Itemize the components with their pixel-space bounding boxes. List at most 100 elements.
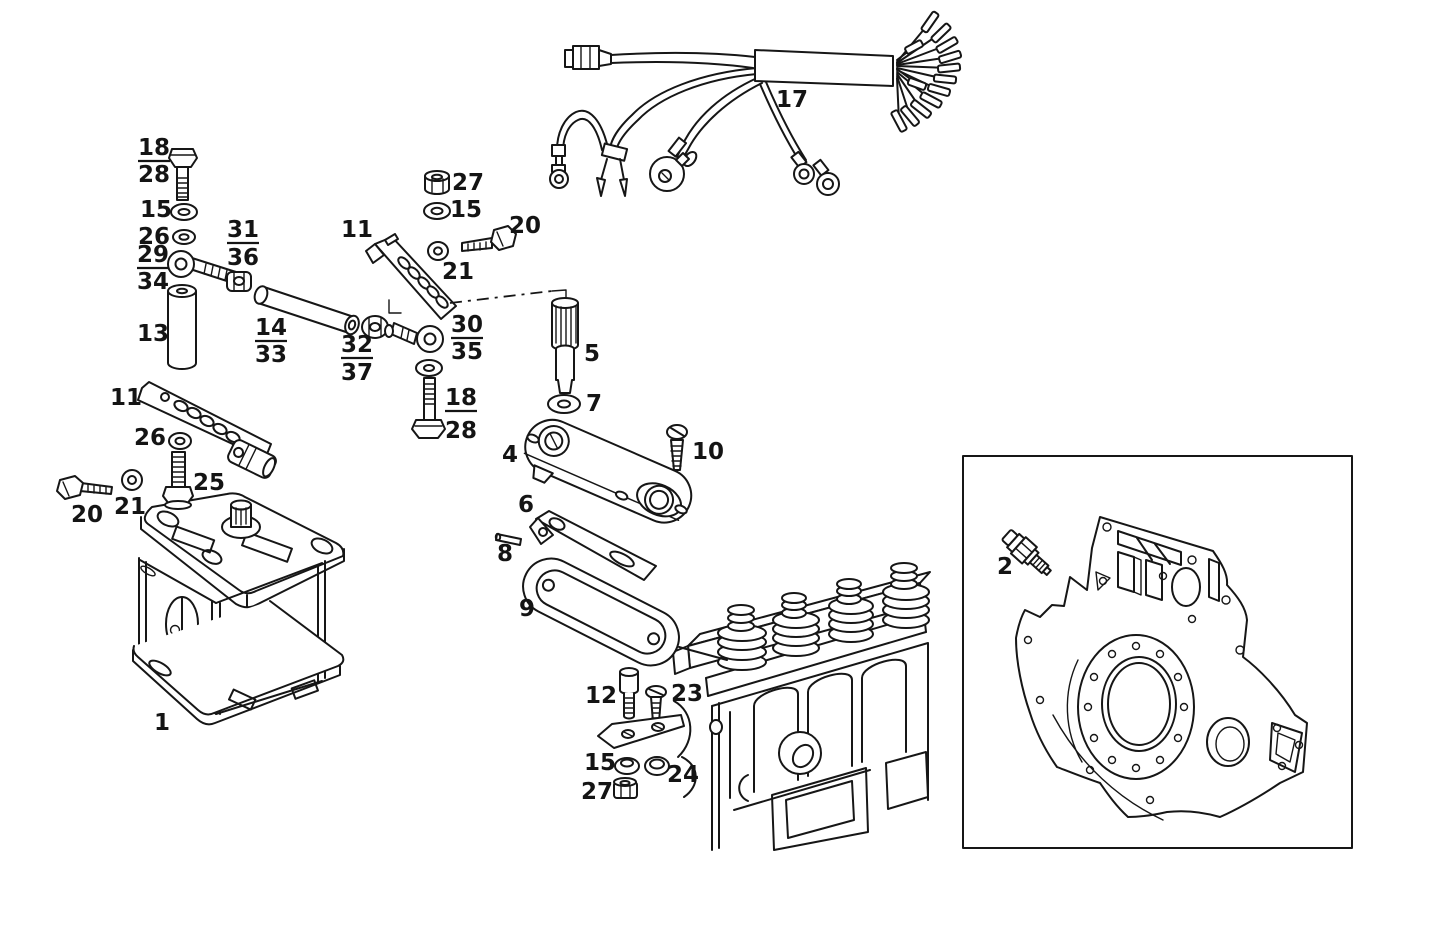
- ring-terminal: [790, 150, 815, 185]
- callout-27-mid: 27: [452, 170, 484, 196]
- stud-12: [619, 667, 639, 720]
- callout-6: 6: [518, 492, 534, 518]
- sensor-2: [1001, 529, 1052, 576]
- callout-23: 23: [671, 681, 703, 707]
- svg-text:31: 31: [227, 217, 259, 243]
- svg-text:37: 37: [341, 360, 373, 386]
- mid-bracket-group: [361, 170, 567, 439]
- callout-30-35: 30 35: [451, 312, 483, 365]
- bolt-18-28: [168, 148, 198, 201]
- spacer-13: [167, 284, 197, 370]
- ring-terminal: [812, 158, 840, 196]
- callout-26-top: 26: [138, 224, 170, 250]
- callout-27-bot: 27: [581, 779, 613, 805]
- ring-terminal: [549, 164, 569, 189]
- screw-10: [666, 424, 688, 471]
- washer-21: [427, 241, 449, 261]
- assembly-arc: [681, 756, 697, 798]
- injection-pump: [672, 562, 931, 851]
- nut-27: [424, 170, 450, 195]
- inset-border: [962, 455, 1353, 849]
- washer-26: [168, 432, 192, 450]
- washer-15: [614, 757, 640, 775]
- rod-end-30-35: [390, 322, 444, 353]
- callout-11-mid: 11: [341, 217, 373, 243]
- top-left-linkage: [167, 148, 360, 370]
- bracket-11: [365, 233, 457, 320]
- adjuster-pin-5: [551, 297, 579, 394]
- svg-text:35: 35: [451, 339, 483, 365]
- callout-2: 2: [997, 554, 1013, 580]
- callout-10: 10: [692, 439, 724, 465]
- callout-11-left: 11: [110, 385, 142, 411]
- callouts: 18 28 15 26 29 34 31 36 13 14 33 11 27 1…: [71, 87, 1013, 805]
- svg-text:29: 29: [137, 242, 169, 268]
- callout-26-left: 26: [134, 425, 166, 451]
- washer-26: [172, 229, 196, 245]
- bolt-20: [461, 225, 517, 252]
- left-mount-group: [56, 381, 277, 510]
- callout-5: 5: [584, 341, 600, 367]
- callout-24: 24: [667, 762, 699, 788]
- delivery-valve: [882, 562, 930, 629]
- callout-18-28-mid: 18 28: [445, 385, 477, 444]
- callout-20-mid: 20: [509, 213, 541, 239]
- control-cover-group: [494, 297, 728, 667]
- callout-31-36: 31 36: [227, 217, 259, 271]
- svg-text:18: 18: [445, 385, 477, 411]
- callout-20-left: 20: [71, 502, 103, 528]
- rod-end-29-34: [167, 250, 237, 284]
- callout-13: 13: [137, 321, 169, 347]
- callout-18-28-top: 18 28: [138, 135, 170, 188]
- bolt-18-28: [411, 377, 446, 439]
- wire-clamp: [600, 142, 629, 162]
- harness-sleeve: [754, 49, 894, 87]
- gasket-9: [522, 557, 680, 667]
- svg-text:32: 32: [341, 332, 373, 358]
- svg-text:18: 18: [138, 135, 170, 161]
- svg-text:28: 28: [138, 162, 170, 188]
- svg-text:14: 14: [255, 315, 287, 341]
- bottom-mount-group: [597, 667, 697, 799]
- pin-terminal: [619, 178, 628, 197]
- inset-panel: [962, 455, 1353, 849]
- terminal-fan: [890, 10, 963, 133]
- washer-21: [121, 469, 143, 491]
- delivery-valve: [828, 578, 874, 643]
- callout-15-bot: 15: [584, 750, 616, 776]
- nut-24: [644, 756, 670, 776]
- callout-15-mid: 15: [450, 197, 482, 223]
- stop-plate: [597, 714, 685, 749]
- callout-1: 1: [154, 710, 170, 736]
- callout-32-37: 32 37: [341, 332, 373, 386]
- link-tube-14-33: [253, 285, 360, 336]
- nut-32-37: [361, 315, 394, 339]
- wiring-harness: [549, 10, 963, 197]
- callout-21-mid: 21: [442, 259, 474, 285]
- callout-9: 9: [519, 596, 535, 622]
- callout-8: 8: [497, 541, 513, 567]
- washer-15: [423, 202, 451, 220]
- flywheel-housing: [1015, 516, 1308, 821]
- link-plate-6: [529, 510, 657, 581]
- governor-shaft: [221, 499, 261, 539]
- washer: [415, 359, 443, 377]
- washer-7: [547, 394, 581, 414]
- callout-21-left: 21: [114, 494, 146, 520]
- callout-7: 7: [586, 391, 602, 417]
- alignment-leader: [449, 290, 553, 304]
- nut-27: [613, 777, 638, 799]
- callout-29-34: 29 34: [137, 242, 169, 295]
- bracket-11: [137, 381, 277, 479]
- assembly-arc: [673, 700, 692, 758]
- svg-text:30: 30: [451, 312, 483, 338]
- wire-ferrule: [667, 136, 688, 158]
- callout-15-top: 15: [140, 197, 172, 223]
- callout-25: 25: [193, 470, 225, 496]
- callout-17: 17: [776, 87, 808, 113]
- pin-terminal: [596, 177, 606, 197]
- callout-4: 4: [502, 442, 518, 468]
- svg-text:28: 28: [445, 418, 477, 444]
- grommet-terminal: [649, 152, 690, 192]
- delivery-valve: [717, 604, 767, 671]
